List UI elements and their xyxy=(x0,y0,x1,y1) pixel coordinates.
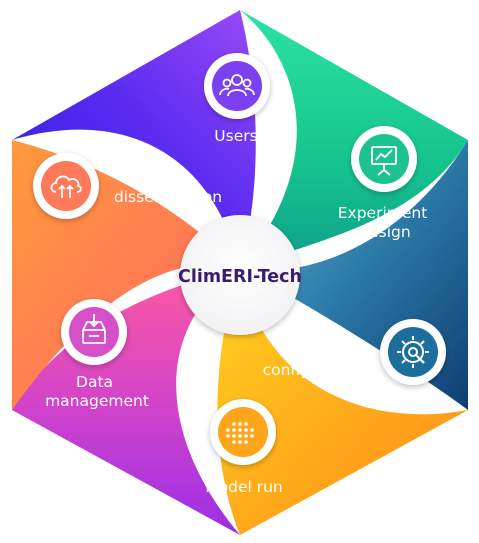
label-data-management-line-2: management xyxy=(45,392,149,410)
segment-data-management xyxy=(12,268,240,535)
label-model-run: Model run xyxy=(205,478,283,496)
badge-users xyxy=(204,53,270,119)
badge-model-configuration xyxy=(380,319,446,385)
badge-model-run xyxy=(210,399,276,465)
label-users-line-1: Users xyxy=(214,127,257,145)
label-data-dissemination-line-2: dissemination xyxy=(114,188,222,206)
label-model-configuration-line-1: Model xyxy=(288,342,335,360)
label-model-run-line-1: Model run xyxy=(205,478,283,496)
badge-data-management xyxy=(61,299,127,365)
archive-box-icon xyxy=(82,314,106,344)
label-data-dissemination-line-1: Data xyxy=(147,169,184,187)
segment-model-run xyxy=(217,268,468,535)
gear-wrench-icon xyxy=(397,336,429,368)
center-hub: ClimERI-Tech xyxy=(178,215,302,335)
label-data-management: Data management xyxy=(45,373,149,410)
label-experiment-design-line-1: Experiment xyxy=(338,204,428,222)
dotted-play-icon xyxy=(226,422,254,444)
label-model-configuration: Model configuration xyxy=(263,342,366,379)
label-experiment-design: Experiment design xyxy=(338,204,433,241)
badge-experiment-design xyxy=(351,126,417,192)
cloud-upload-icon xyxy=(50,175,82,198)
badge-data-dissemination xyxy=(33,153,99,219)
label-experiment-design-line-2: design xyxy=(359,223,410,241)
presentation-chart-icon xyxy=(371,146,397,176)
label-model-configuration-line-2: configuration xyxy=(263,361,366,379)
label-data-management-line-1: Data xyxy=(76,373,113,391)
label-users: Users xyxy=(214,127,257,145)
segment-users xyxy=(12,10,256,268)
label-data-dissemination: Data dissemination xyxy=(114,169,222,206)
users-icon xyxy=(219,74,255,97)
center-label: ClimERI-Tech xyxy=(178,267,302,287)
segment-experiment-design xyxy=(240,10,468,268)
